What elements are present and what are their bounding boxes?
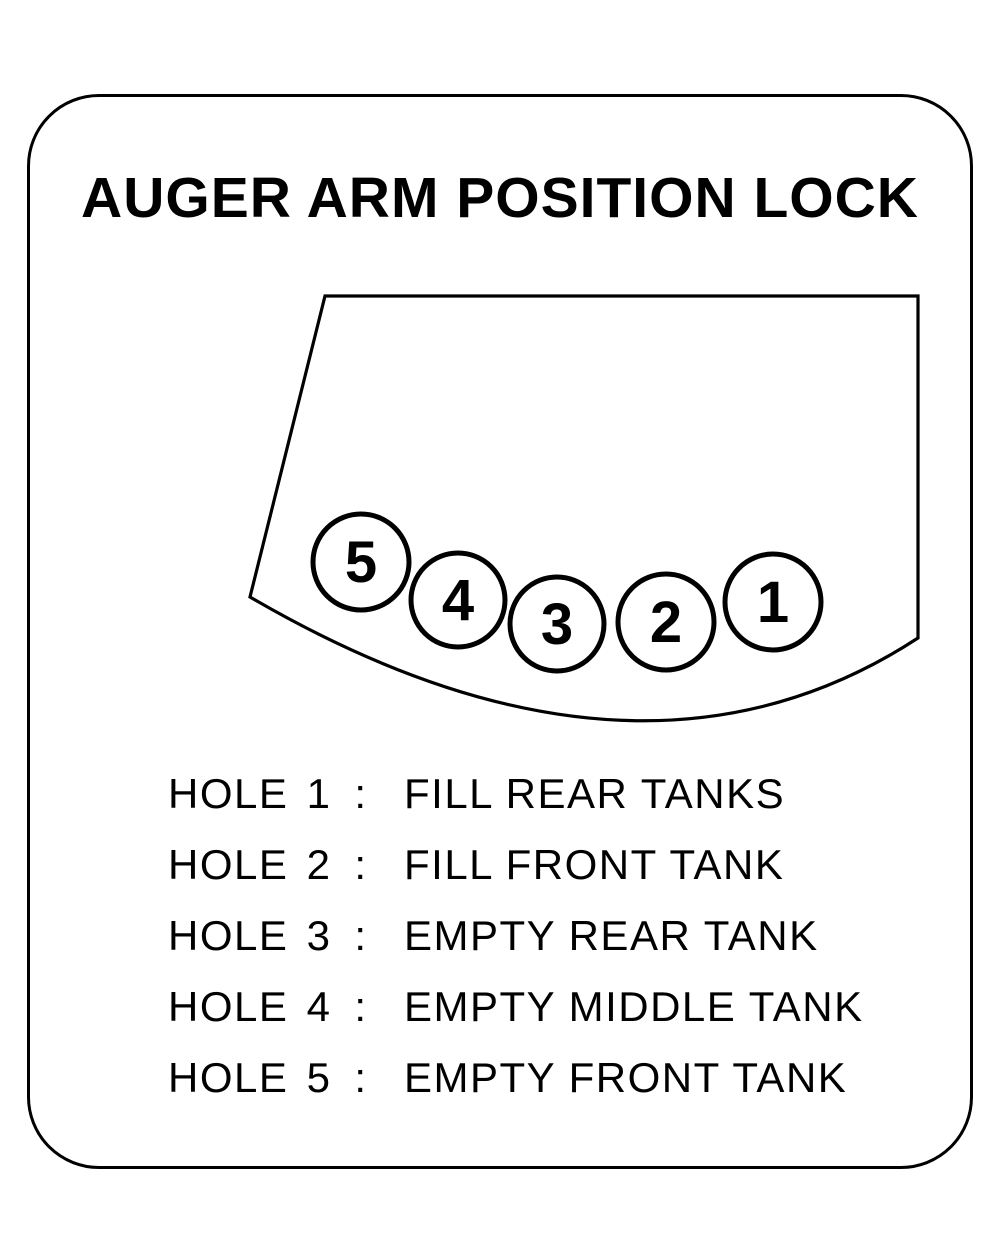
hole-1-number: 1 xyxy=(757,570,789,635)
hole-5: 5 xyxy=(310,511,412,613)
hole-label: HOLE xyxy=(168,1053,289,1101)
hole-legend: HOLE 1 : FILL REAR TANKS HOLE 2 : FILL F… xyxy=(168,758,928,1113)
hole-description: EMPTY REAR TANK xyxy=(404,911,819,959)
hole-description: EMPTY MIDDLE TANK xyxy=(404,982,864,1030)
colon-separator: : xyxy=(354,840,368,888)
hole-3: 3 xyxy=(507,574,607,674)
hole-description: FILL FRONT TANK xyxy=(404,840,785,888)
hole-number: 4 xyxy=(306,982,332,1030)
colon-separator: : xyxy=(354,911,368,959)
hole-4: 4 xyxy=(408,550,508,650)
colon-separator: : xyxy=(354,769,368,817)
hole-4-number: 4 xyxy=(442,568,474,633)
hole-label: HOLE xyxy=(168,769,289,817)
hole-number: 3 xyxy=(306,911,332,959)
hole-description: EMPTY FRONT TANK xyxy=(404,1053,848,1101)
hole-number: 1 xyxy=(306,769,332,817)
hole-5-circle xyxy=(310,511,412,613)
hole-2-circle xyxy=(615,571,717,673)
hole-3-number: 3 xyxy=(541,592,573,657)
hole-5-number: 5 xyxy=(345,530,377,595)
hole-label: HOLE xyxy=(168,982,289,1030)
hole-4-circle xyxy=(408,550,508,650)
hole-label: HOLE xyxy=(168,911,289,959)
hole-number: 5 xyxy=(306,1053,332,1101)
legend-row-4: HOLE 4 : EMPTY MIDDLE TANK xyxy=(168,971,928,1042)
legend-row-5: HOLE 5 : EMPTY FRONT TANK xyxy=(168,1042,928,1113)
legend-row-3: HOLE 3 : EMPTY REAR TANK xyxy=(168,900,928,971)
hole-3-circle xyxy=(507,574,607,674)
page-title: AUGER ARM POSITION LOCK xyxy=(81,166,919,230)
colon-separator: : xyxy=(354,982,368,1030)
hole-number: 2 xyxy=(306,840,332,888)
legend-row-2: HOLE 2 : FILL FRONT TANK xyxy=(168,829,928,900)
hole-2: 2 xyxy=(615,571,717,673)
hole-label: HOLE xyxy=(168,840,289,888)
legend-row-1: HOLE 1 : FILL REAR TANKS xyxy=(168,758,928,829)
hole-1-circle xyxy=(722,551,824,653)
colon-separator: : xyxy=(354,1053,368,1101)
hole-1: 1 xyxy=(722,551,824,653)
hole-description: FILL REAR TANKS xyxy=(404,769,786,817)
hole-2-number: 2 xyxy=(650,590,682,655)
